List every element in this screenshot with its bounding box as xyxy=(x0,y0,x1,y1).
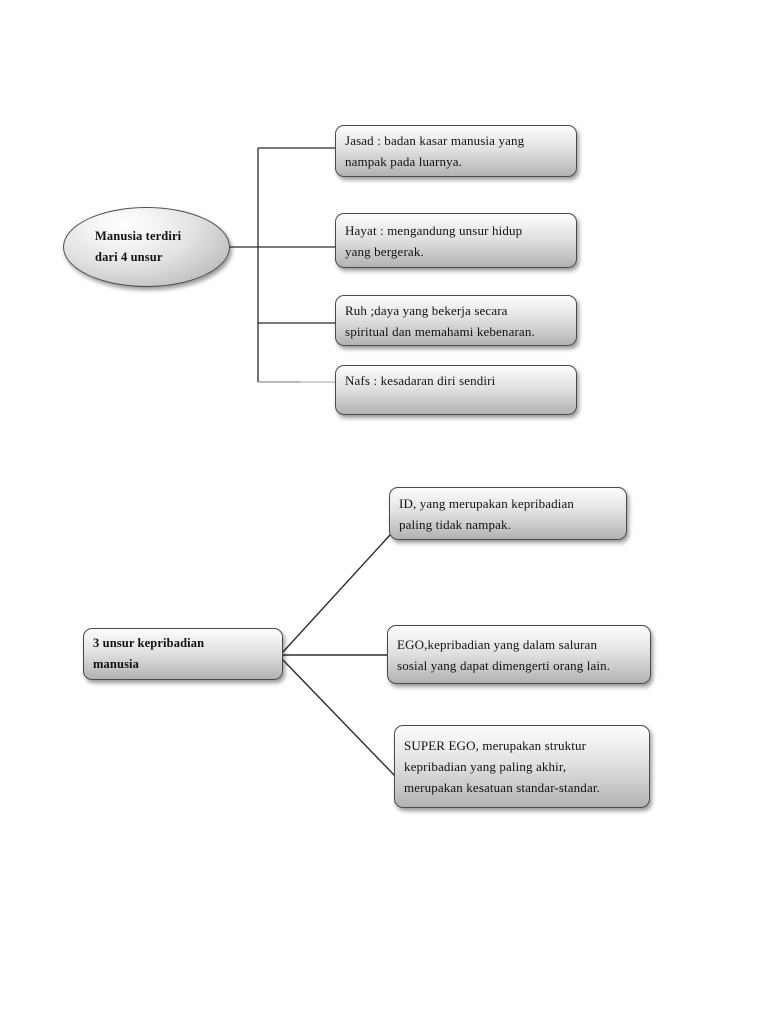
connector-kepribadian-superego xyxy=(282,659,397,778)
node-3-unsur-kepribadian-manusia[interactable]: 3 unsur kepribadian manusia xyxy=(83,628,283,680)
node-ruh[interactable]: Ruh ;daya yang bekerja secara spiritual … xyxy=(335,295,577,346)
node-label: EGO,kepribadian yang dalam saluran sosia… xyxy=(397,636,611,673)
node-hayat[interactable]: Hayat : mengandung unsur hidup yang berg… xyxy=(335,213,577,268)
node-label: Manusia terdiri dari 4 unsur xyxy=(95,229,182,264)
node-nafs[interactable]: Nafs : kesadaran diri sendiri xyxy=(335,365,577,415)
node-label: Nafs : kesadaran diri sendiri xyxy=(345,372,496,388)
node-manusia-terdiri-dari-4-unsur[interactable]: Manusia terdiri dari 4 unsur xyxy=(63,207,230,287)
node-ego[interactable]: EGO,kepribadian yang dalam saluran sosia… xyxy=(387,625,651,684)
node-super-ego[interactable]: SUPER EGO, merupakan struktur kepribadia… xyxy=(394,725,650,808)
node-label: ID, yang merupakan kepribadian paling ti… xyxy=(399,495,575,532)
node-label: Ruh ;daya yang bekerja secara spiritual … xyxy=(345,302,535,339)
node-jasad[interactable]: Jasad : badan kasar manusia yang nampak … xyxy=(335,125,577,177)
node-label: Hayat : mengandung unsur hidup yang berg… xyxy=(345,222,523,259)
node-label: 3 unsur kepribadian manusia xyxy=(93,636,205,671)
node-id[interactable]: ID, yang merupakan kepribadian paling ti… xyxy=(389,487,627,540)
node-label: Jasad : badan kasar manusia yang nampak … xyxy=(345,133,525,169)
node-label: SUPER EGO, merupakan struktur kepribadia… xyxy=(404,738,600,795)
connector-kepribadian-id xyxy=(282,534,391,653)
